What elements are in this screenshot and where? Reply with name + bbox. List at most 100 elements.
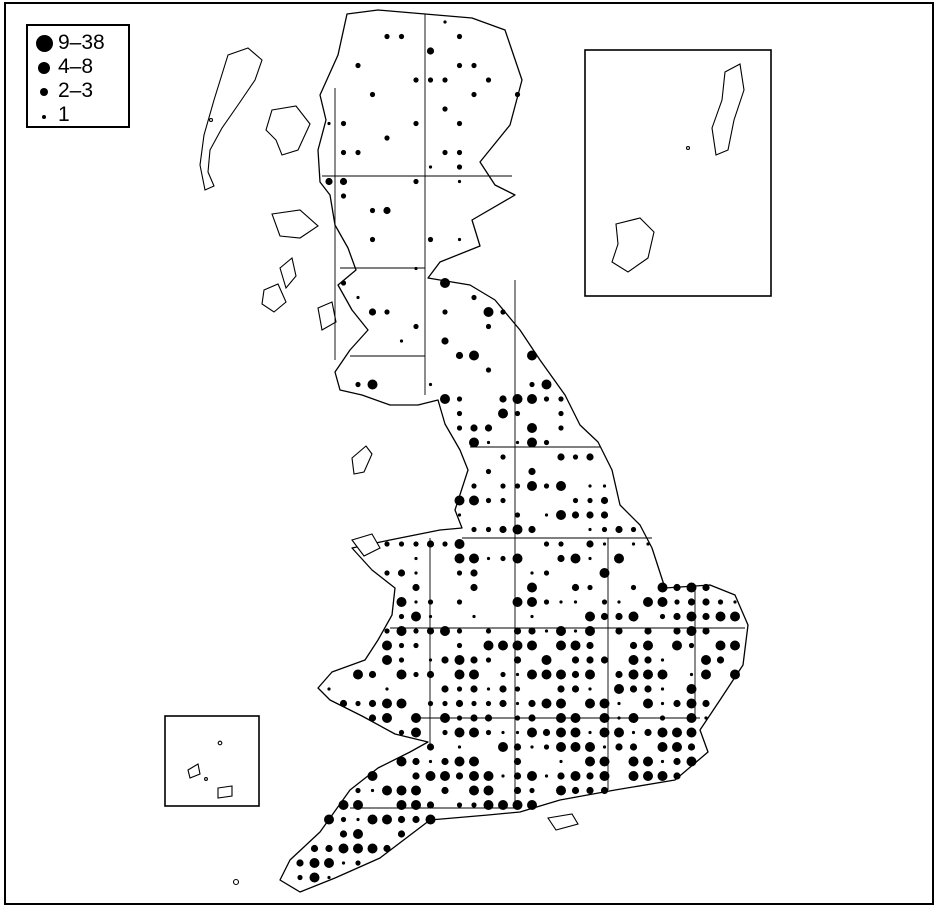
dot-4-8 [673, 699, 681, 708]
dot-2-3 [456, 599, 463, 605]
dot-2-3 [500, 497, 506, 504]
dot-1 [399, 339, 404, 343]
dot-4-8 [499, 395, 507, 403]
dot-4-8 [557, 453, 565, 461]
dot-2-3 [674, 599, 680, 605]
dot-9-38 [367, 814, 378, 825]
dot-4-8 [586, 772, 594, 780]
legend-row-small: 2–3 [28, 79, 128, 104]
dot-9-38 [686, 611, 697, 622]
dot-9-38 [585, 626, 595, 636]
dot-4-8 [441, 656, 449, 664]
dot-2-3 [456, 33, 463, 40]
dot-9-38 [469, 350, 479, 361]
dot-9-38 [686, 684, 697, 694]
dot-1 [660, 658, 665, 662]
dot-4-8 [513, 656, 522, 664]
dot-1 [588, 527, 592, 532]
dot-1 [617, 701, 621, 706]
dot-9-38 [643, 640, 653, 651]
dot-1 [370, 788, 375, 793]
dot-2-3 [529, 787, 535, 794]
dot-4-8 [586, 511, 594, 519]
dot-4-8 [586, 656, 594, 664]
dot-2-3 [340, 120, 347, 127]
dot-1 [660, 759, 665, 764]
dot-9-38 [411, 800, 421, 810]
dot-2-3 [543, 599, 550, 605]
dot-4-8 [629, 641, 638, 650]
arran [317, 301, 337, 331]
dot-9-38 [396, 698, 407, 709]
dot-9-38 [527, 640, 537, 651]
dot-9-38 [382, 655, 392, 665]
dot-2-3 [485, 497, 492, 504]
sark [204, 777, 208, 781]
dot-4-8 [383, 206, 391, 215]
dot-4-8 [368, 714, 377, 722]
dot-9-38 [628, 771, 639, 781]
dot-4-8 [470, 714, 478, 722]
dot-2-3 [413, 671, 419, 678]
anglesey [351, 533, 381, 557]
dot-1 [457, 179, 462, 184]
dot-1 [733, 600, 737, 604]
dot-2-3 [369, 91, 376, 98]
dot-9-38 [454, 727, 465, 738]
dot-2-3 [471, 91, 477, 98]
dot-4-8 [615, 627, 623, 635]
dot-9-38 [570, 742, 581, 752]
dot-1 [515, 730, 520, 735]
legend-label-tiny: 1 [58, 103, 70, 126]
legend-row-medium: 4–8 [28, 55, 128, 80]
dot-4-8 [368, 670, 377, 679]
dot-9-38 [556, 698, 566, 709]
dot-4-8 [441, 685, 449, 693]
dot-4-8 [702, 699, 710, 708]
dot-2-3 [442, 700, 448, 707]
dot-9-38 [556, 669, 566, 680]
jersey [217, 785, 233, 799]
dot-9-38 [309, 858, 320, 868]
dot-2-3 [543, 570, 550, 576]
dot-4-8 [412, 583, 420, 592]
dot-2-3 [384, 628, 390, 634]
dot-1 [385, 687, 389, 691]
dot-9-38 [556, 626, 566, 636]
dot-2-3 [659, 613, 666, 620]
dot-4-8 [339, 830, 348, 838]
dot-9-38 [512, 800, 523, 810]
dot-4-8 [426, 540, 435, 548]
dot-2-3 [485, 729, 492, 736]
mull [271, 209, 319, 239]
dot-4-8 [702, 598, 710, 606]
dot-4-8 [629, 743, 638, 751]
dot-2-3 [500, 671, 506, 678]
dot-2-3 [514, 91, 521, 98]
dot-9-38 [614, 553, 624, 564]
dot-1 [588, 556, 592, 561]
legend-dot-tiny [42, 115, 46, 119]
legend-row-large: 9–38 [28, 31, 128, 56]
orkney [611, 217, 655, 273]
dot-9-38 [367, 771, 378, 781]
dot-2-3 [572, 454, 579, 460]
dot-1 [617, 716, 621, 720]
dot-9-38 [483, 640, 494, 651]
dot-2-3 [456, 396, 463, 402]
dot-9-38 [730, 640, 740, 651]
dot-1 [573, 600, 578, 604]
dot-9-38 [556, 481, 566, 491]
dot-9-38 [469, 756, 479, 767]
dot-2-3 [427, 599, 434, 605]
dot-9-38 [353, 843, 363, 854]
dot-1 [602, 542, 607, 546]
dot-1 [327, 121, 331, 126]
record-dots [296, 20, 740, 883]
dot-2-3 [514, 483, 521, 489]
dot-2-3 [485, 367, 492, 373]
dot-4-8 [484, 714, 493, 722]
dot-4-8 [571, 685, 580, 693]
dot-9-38 [570, 553, 581, 564]
